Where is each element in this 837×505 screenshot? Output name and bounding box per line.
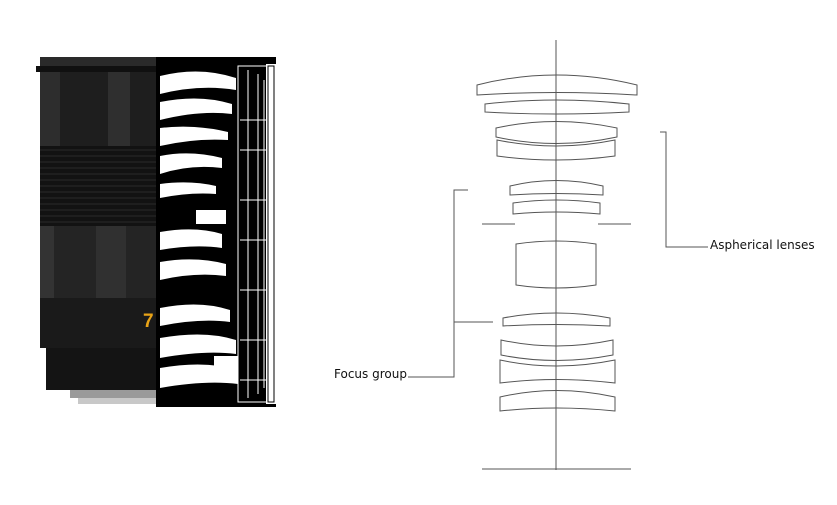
aspherical-bracket bbox=[660, 131, 708, 248]
lens-element bbox=[500, 339, 614, 361]
focus-group-bracket bbox=[453, 189, 493, 323]
aspherical-lenses-label: Aspherical lenses bbox=[710, 238, 815, 252]
lens-element bbox=[499, 359, 616, 384]
focus-ring-knurling bbox=[40, 149, 156, 223]
lens-element bbox=[502, 312, 611, 327]
lens-element bbox=[495, 121, 618, 144]
lens-element bbox=[496, 139, 616, 161]
lens-cutaway bbox=[156, 57, 276, 407]
lens-element bbox=[509, 180, 604, 196]
lens-barrel-photo bbox=[36, 57, 156, 404]
lens-element bbox=[476, 74, 638, 96]
optical-layout bbox=[408, 40, 708, 470]
focus-group-leader bbox=[408, 322, 455, 378]
lens-element bbox=[499, 390, 616, 412]
lens-element bbox=[512, 199, 601, 215]
lens-element bbox=[484, 99, 630, 115]
lens-element bbox=[515, 240, 597, 289]
focus-group-label: Focus group bbox=[334, 367, 407, 381]
lens-engraving-digit: 7 bbox=[143, 311, 154, 332]
